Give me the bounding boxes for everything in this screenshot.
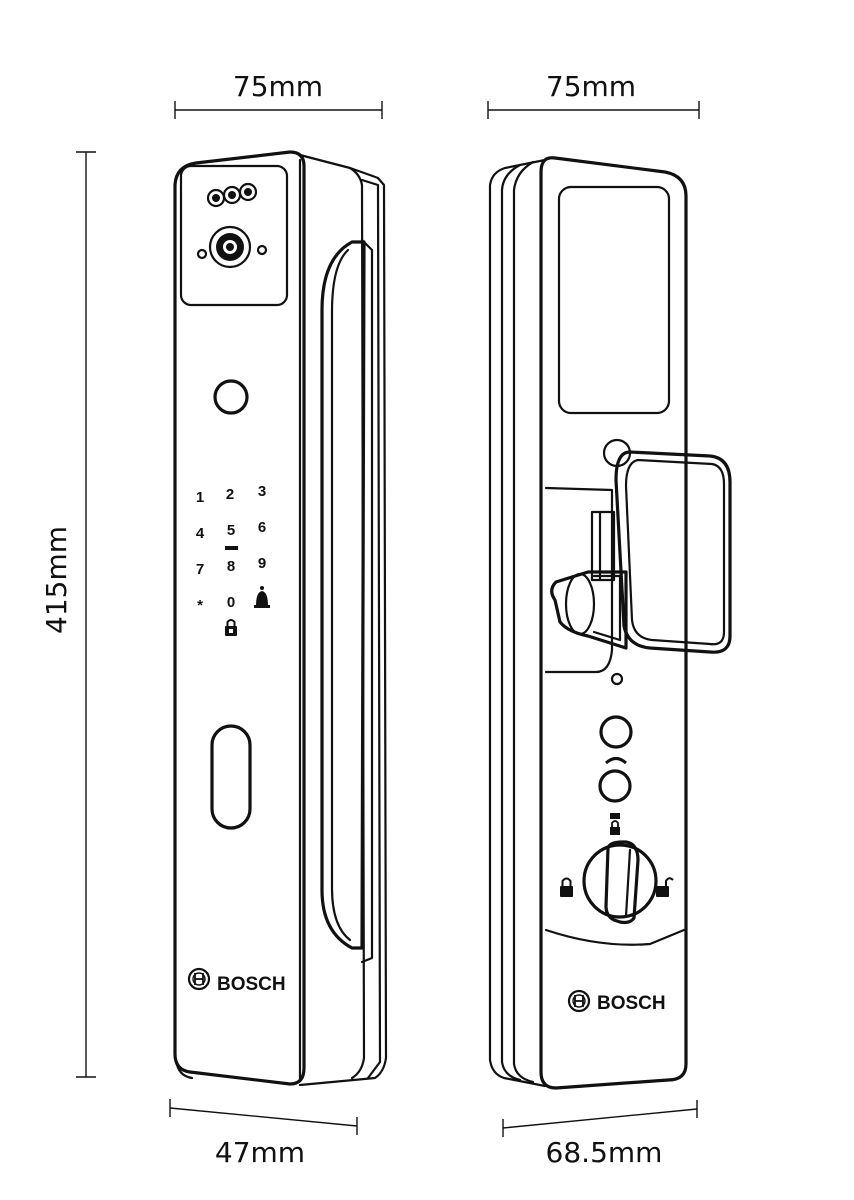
camera-lens-icon: [208, 225, 252, 269]
front-lock-face: [173, 150, 306, 1086]
front-lock: 1 2 3 4 5 6 7 8 9 * 0: [173, 150, 388, 1087]
door-handle[interactable]: [320, 238, 374, 964]
back-lock-side-panel: [488, 158, 547, 1088]
dimension-side-width: 75mm: [487, 70, 700, 119]
front-width-label: 75mm: [233, 70, 323, 103]
locked-icon: [560, 877, 573, 897]
side-width-label: 75mm: [546, 70, 636, 103]
fingerprint-sensor[interactable]: [213, 379, 249, 415]
back-button-upper[interactable]: [599, 715, 633, 749]
thumb-lever[interactable]: [550, 570, 628, 650]
lock-icon: [610, 813, 620, 835]
back-brand-logo: BOSCH: [567, 989, 666, 1014]
key-6[interactable]: 6: [258, 519, 266, 536]
sensor-lights: [206, 182, 258, 208]
camera-module: [179, 164, 289, 307]
front-lock-side-panel: [298, 153, 388, 1087]
back-lock-face: [539, 156, 688, 1090]
unlocked-icon: [656, 877, 674, 897]
key-4[interactable]: 4: [196, 525, 205, 542]
key-5[interactable]: 5: [227, 522, 235, 539]
key-8[interactable]: 8: [227, 558, 235, 575]
front-brand-text: BOSCH: [217, 974, 286, 995]
back-brand-text: BOSCH: [597, 993, 666, 1014]
height-label: 415mm: [40, 526, 73, 634]
person-icon: [604, 757, 628, 765]
handle-cutout: [544, 486, 614, 674]
rotary-handle[interactable]: [614, 450, 732, 654]
back-button-lower[interactable]: [598, 769, 632, 803]
thumb-turn[interactable]: [582, 840, 658, 925]
dimension-front-width: 75mm: [174, 70, 383, 119]
indicator-dot: [256, 244, 268, 256]
key-star[interactable]: *: [197, 597, 203, 614]
key-3[interactable]: 3: [258, 483, 266, 500]
display-screen: [557, 185, 671, 415]
key-0[interactable]: 0: [227, 594, 235, 611]
dimension-height: 415mm: [40, 151, 96, 1078]
back-lock: BOSCH: [488, 156, 732, 1090]
indicator-dot: [196, 248, 208, 260]
key-5-marker: [225, 546, 238, 550]
key-2[interactable]: 2: [226, 486, 234, 503]
key-1[interactable]: 1: [196, 489, 204, 506]
keypad[interactable]: 1 2 3 4 5 6 7 8 9 * 0: [196, 483, 270, 636]
front-depth-label: 47mm: [215, 1136, 305, 1169]
lock-key-icon[interactable]: [225, 619, 237, 636]
key-9[interactable]: 9: [258, 555, 266, 572]
bell-icon[interactable]: [254, 586, 270, 608]
dimension-front-depth: 47mm: [169, 1099, 358, 1169]
key-7[interactable]: 7: [196, 561, 204, 578]
key-slot[interactable]: [210, 724, 252, 830]
front-brand-logo: BOSCH: [187, 967, 286, 995]
status-indicator: [610, 672, 624, 686]
dimension-side-depth: 68.5mm: [502, 1100, 698, 1169]
side-depth-label: 68.5mm: [546, 1136, 663, 1169]
